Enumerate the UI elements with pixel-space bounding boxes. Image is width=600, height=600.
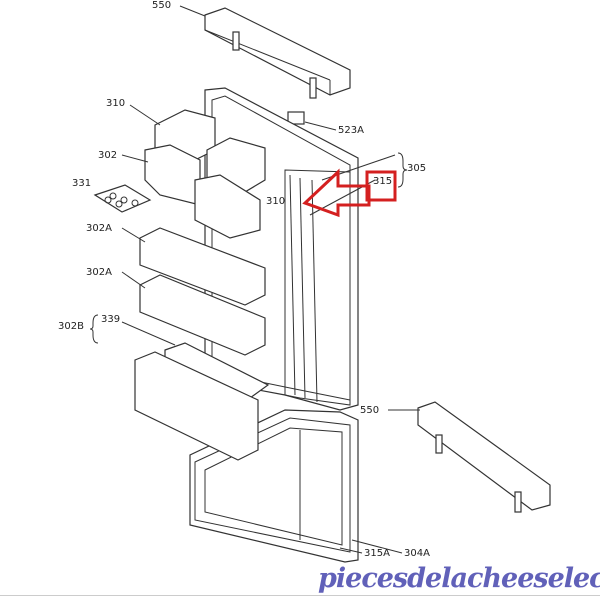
- leader-339: [121, 321, 176, 346]
- leader-550-top: [179, 5, 206, 17]
- part-523a: [287, 111, 305, 125]
- label-304a: 304A: [404, 548, 430, 559]
- leader-304a: [351, 539, 403, 554]
- label-550-top: 550: [152, 0, 172, 11]
- label-315: 315: [373, 176, 393, 187]
- leader-310-a: [129, 104, 161, 126]
- label-302b: 302B: [58, 321, 84, 332]
- label-523a: 523A: [338, 125, 364, 136]
- leader-302: [121, 154, 149, 163]
- highlight-arrow-315: [302, 168, 397, 218]
- brace-302b: [89, 314, 99, 344]
- hinge-cover-top: [204, 7, 351, 99]
- divider: [0, 595, 600, 596]
- label-302: 302: [98, 150, 118, 161]
- label-315a: 315A: [364, 548, 390, 559]
- label-305: 305: [407, 163, 427, 174]
- shelf-302b: [134, 351, 259, 461]
- leader-302a-1: [121, 227, 146, 243]
- label-550-bottom: 550: [360, 405, 380, 416]
- leader-523a: [304, 121, 337, 131]
- egg-tray-331: [93, 184, 152, 213]
- leader-302a-2: [121, 271, 146, 289]
- watermark: piecesdelacheeselec.com: [318, 563, 600, 594]
- shelf-302a-2: [139, 274, 266, 356]
- label-339: 339: [101, 314, 121, 325]
- label-310-a: 310: [106, 98, 126, 109]
- hinge-cover-bottom: [417, 401, 551, 513]
- label-302a-2: 302A: [86, 267, 112, 278]
- shelf-302-right: [194, 174, 261, 239]
- upper-door: [204, 87, 359, 411]
- label-310-b: 310: [266, 196, 286, 207]
- label-331: 331: [72, 178, 92, 189]
- highlight-arrow: [302, 168, 371, 218]
- shelf-302a-1: [139, 227, 266, 306]
- label-302a-1: 302A: [86, 223, 112, 234]
- leader-315a: [339, 547, 363, 554]
- brace-305: [397, 152, 408, 188]
